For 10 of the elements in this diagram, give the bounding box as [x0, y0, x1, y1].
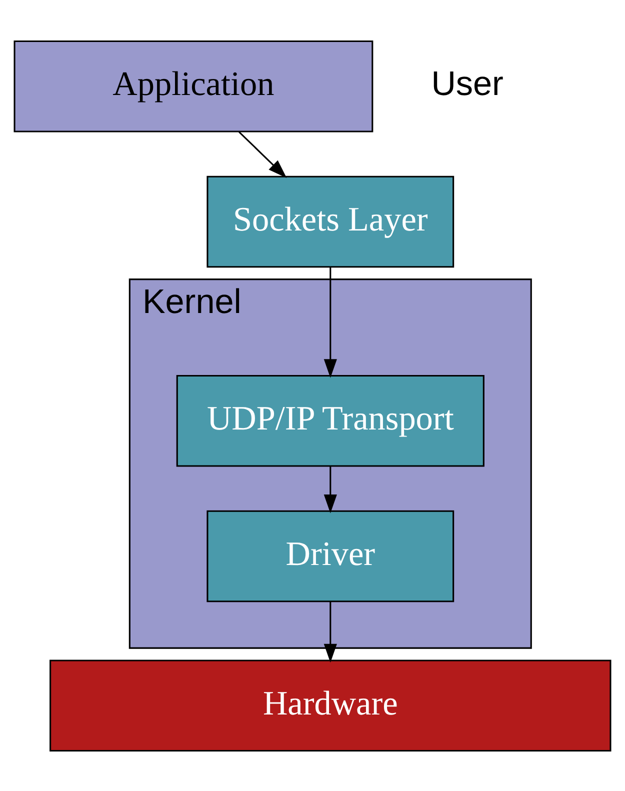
node-box: Sockets Layer [206, 175, 454, 268]
label: User [431, 64, 504, 103]
arrow [324, 466, 337, 513]
arrow [238, 130, 287, 178]
node-box: UDP/IP Transport [176, 374, 484, 466]
node-box: Application [14, 40, 374, 132]
node-box: Hardware [50, 659, 612, 752]
node-box: Driver [206, 510, 454, 602]
arrow [324, 601, 337, 662]
arrow [324, 266, 337, 378]
